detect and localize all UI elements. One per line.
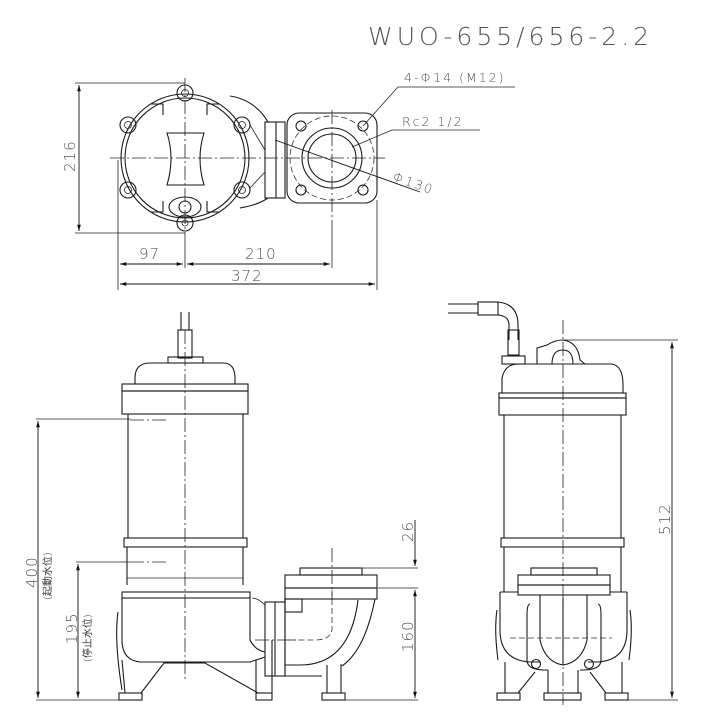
start-level-label: (起動水位) [41, 552, 54, 600]
stop-level-label: (停止水位) [81, 614, 94, 662]
discharge-thread-callout: Rc2 1/2 [402, 114, 464, 129]
dim-512-overall-height: 512 [656, 503, 674, 535]
side-view-dimensions [563, 339, 678, 701]
top-view-dimensions [75, 82, 378, 290]
dim-216: 216 [61, 140, 79, 172]
dim-97: 97 [139, 245, 160, 263]
front-view-dimensions [36, 418, 418, 701]
dim-400-start-level: 400 [23, 556, 41, 588]
dim-26-flange: 26 [399, 521, 417, 542]
dim-195-stop-level: 195 [63, 612, 81, 644]
flange-diameter-callout: Φ130 [391, 169, 436, 198]
dim-160-discharge-height: 160 [399, 620, 417, 652]
dim-210: 210 [245, 245, 277, 263]
dim-372: 372 [231, 267, 263, 285]
bolt-hole-icon [295, 120, 369, 196]
front-view [116, 312, 378, 701]
side-view [448, 301, 632, 705]
model-title: WUO-655/656-2.2 [368, 22, 653, 51]
top-view [110, 78, 515, 232]
bolt-hole-callout: 4-Φ14 (M12) [404, 70, 506, 85]
